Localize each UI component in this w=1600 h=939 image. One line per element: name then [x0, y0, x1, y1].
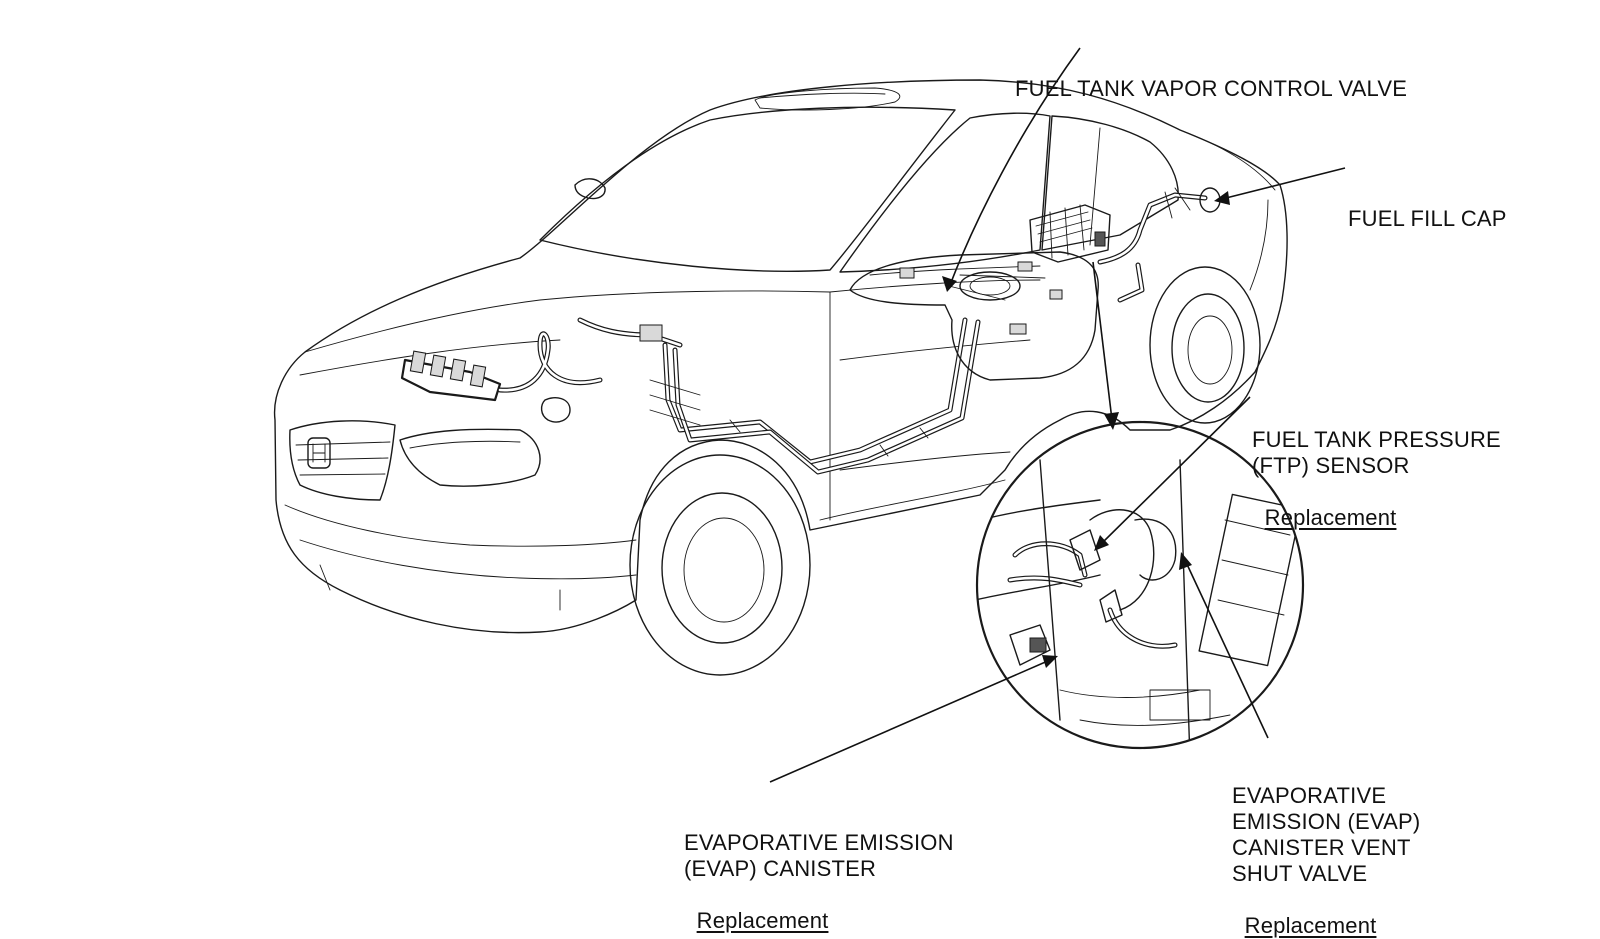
label-title: FUEL TANK PRESSURE (FTP) SENSOR — [1252, 427, 1501, 478]
fuel-rail-assembly — [400, 317, 683, 423]
filler-neck — [1097, 187, 1221, 303]
fuel-tank — [849, 251, 1099, 381]
front-wheel — [629, 454, 811, 676]
evap-canister — [1029, 204, 1111, 263]
windshield — [539, 106, 956, 272]
sunroof — [754, 87, 901, 111]
label-title: FUEL FILL CAP — [1348, 206, 1507, 231]
headlight — [399, 428, 541, 487]
rear-wheel — [1149, 266, 1261, 424]
car-body — [273, 79, 1288, 634]
leader-lines — [769, 47, 1346, 783]
label-title: FUEL TANK VAPOR CONTROL VALVE — [1015, 76, 1408, 101]
front-door — [829, 279, 1041, 521]
label-fuel-tank-vapor-control-valve: FUEL TANK VAPOR CONTROL VALVE — [1015, 24, 1407, 128]
side-mirror — [574, 178, 606, 200]
ftp-sensor-replacement-link[interactable]: Replacement — [1264, 505, 1397, 530]
label-title: EVAPORATIVE EMISSION (EVAP) CANISTER — [684, 830, 954, 881]
leader-ftp-sensor — [1099, 396, 1251, 546]
leader-vent-valve — [1184, 559, 1269, 739]
car-evap-system-diagram — [273, 47, 1346, 783]
evap-canister-replacement-link[interactable]: Replacement — [696, 908, 829, 933]
front-fascia — [284, 420, 637, 611]
front-side-window — [839, 112, 1051, 273]
rear-side-window — [1041, 115, 1179, 251]
label-evap-canister: EVAPORATIVE EMISSION (EVAP) CANISTER Rep… — [684, 778, 954, 934]
car-silhouette — [273, 79, 1288, 634]
grille — [289, 420, 396, 501]
label-evap-canister-vent-shut-valve: EVAPORATIVE EMISSION (EVAP) CANISTER VEN… — [1232, 731, 1420, 939]
leader-fill-cap — [1221, 167, 1346, 200]
leader-detail-zoom — [1092, 261, 1113, 421]
vent-shut-valve-replacement-link[interactable]: Replacement — [1244, 913, 1377, 938]
label-title: EVAPORATIVE EMISSION (EVAP) CANISTER VEN… — [1232, 783, 1421, 886]
fuel-pump-flange — [959, 271, 1021, 301]
brand-logo — [307, 437, 331, 469]
detail-view — [975, 420, 1305, 750]
leader-evap-canister — [769, 659, 1051, 783]
fuel-lines — [649, 317, 981, 475]
leader-vapor-valve — [949, 47, 1081, 286]
label-fuel-fill-cap: FUEL FILL CAP — [1348, 154, 1507, 258]
label-ftp-sensor: FUEL TANK PRESSURE (FTP) SENSOR Replacem… — [1252, 375, 1501, 531]
